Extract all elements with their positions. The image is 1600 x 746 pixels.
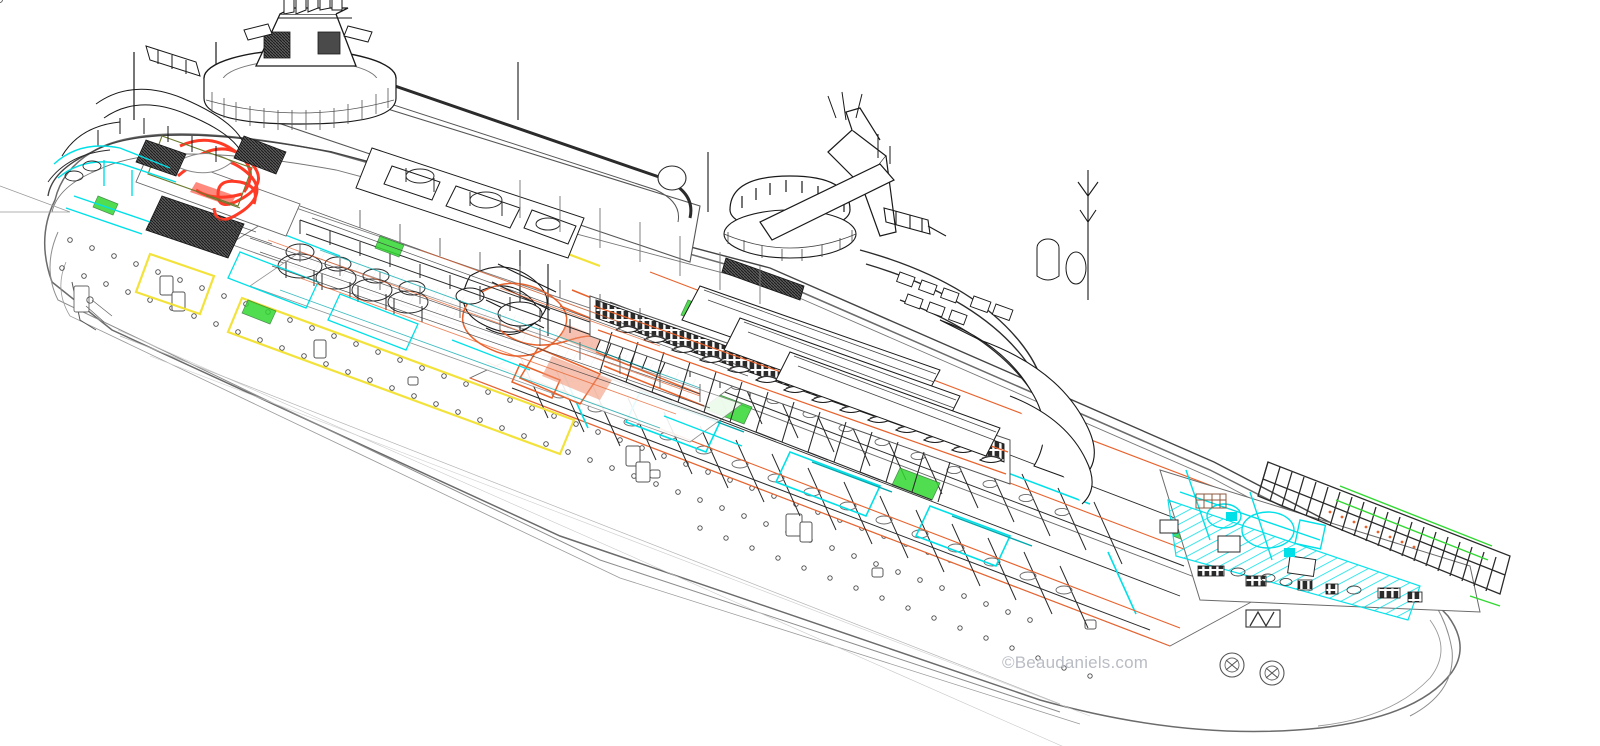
upper-masts [517, 62, 1099, 300]
aft-deck-machinery [896, 271, 1014, 326]
aft-crane [883, 207, 947, 237]
stern-thrusters [1219, 652, 1285, 686]
forward-cyan-lines [53, 145, 177, 235]
funnel-group [145, 0, 397, 130]
observation-windows [205, 88, 395, 130]
stern-orange-dots [1328, 510, 1416, 549]
red-slide-accent [190, 182, 236, 206]
funnel-wings [243, 23, 373, 43]
stern-brown-detail [1195, 493, 1227, 509]
forward-bow-rails [47, 149, 111, 183]
horizon-guide [0, 185, 71, 213]
stern-service-boxes [1159, 519, 1317, 578]
aft-terrace-rails [703, 289, 997, 441]
stern-hatch [1245, 609, 1281, 628]
midship-green-patches [92, 195, 405, 325]
stern-lattice-rail [1257, 461, 1511, 595]
aft-superstructure-group [681, 91, 1095, 505]
aft-window-band [721, 257, 805, 301]
bow-anchor [71, 281, 113, 331]
forward-deck-structures [61, 88, 245, 162]
funnel-grille-left [263, 31, 291, 59]
aft-dome-rail-bars [723, 230, 857, 261]
porthole-row-upper [0, 0, 3, 3]
top-deck-vents [405, 168, 561, 231]
funnel-exhaust-pipes [283, 0, 343, 15]
deck-support-posts [519, 180, 761, 304]
promenade-deck-edge [47, 134, 1407, 563]
aft-terraces [681, 285, 1001, 457]
forward-grates [135, 135, 287, 177]
stern-green-trim [1335, 485, 1501, 607]
forward-pool-deck-group [47, 42, 301, 237]
aft-mast-antennas [827, 91, 891, 164]
lifeboat-davits [599, 331, 951, 503]
funnel-crane [145, 45, 201, 77]
radar-dome [657, 165, 687, 191]
stern-deck-group [1159, 461, 1511, 621]
copyright-watermark: ©Beaudaniels.com [1002, 653, 1149, 672]
deck-hatch-shading [290, 240, 700, 400]
funnel-grille-right [317, 31, 341, 55]
aft-rounded-decks [939, 319, 1095, 505]
forward-pool [179, 153, 233, 174]
aft-funnel-cylinders [1036, 238, 1087, 285]
stern-machinery [1179, 469, 1327, 561]
porthole-rows [59, 237, 1097, 679]
aft-mast [759, 107, 897, 241]
